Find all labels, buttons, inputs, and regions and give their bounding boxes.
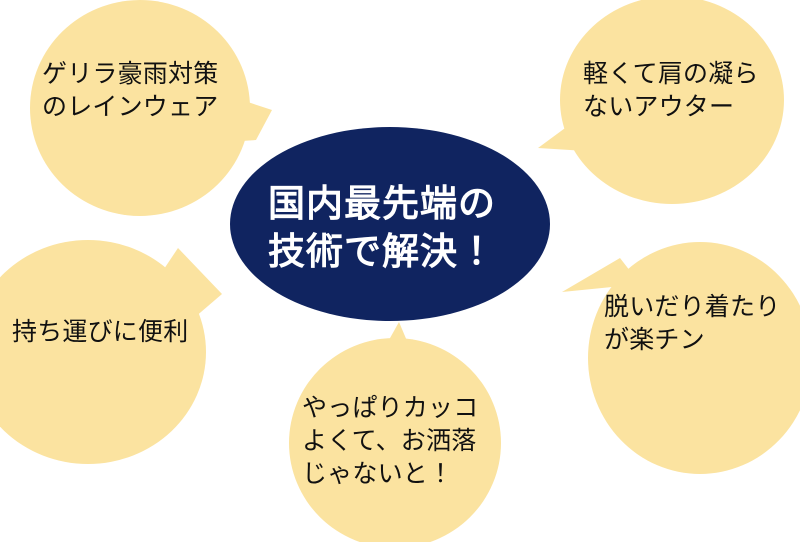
bubble-shape-bottom[interactable] — [289, 322, 501, 542]
center-ellipse[interactable] — [230, 127, 550, 321]
bubble-shape-top-right[interactable] — [538, 0, 784, 204]
bubble-shape-top-left[interactable] — [30, 0, 272, 216]
bubble-shape-left[interactable] — [0, 240, 222, 464]
bubble-shape-right[interactable] — [562, 242, 800, 474]
